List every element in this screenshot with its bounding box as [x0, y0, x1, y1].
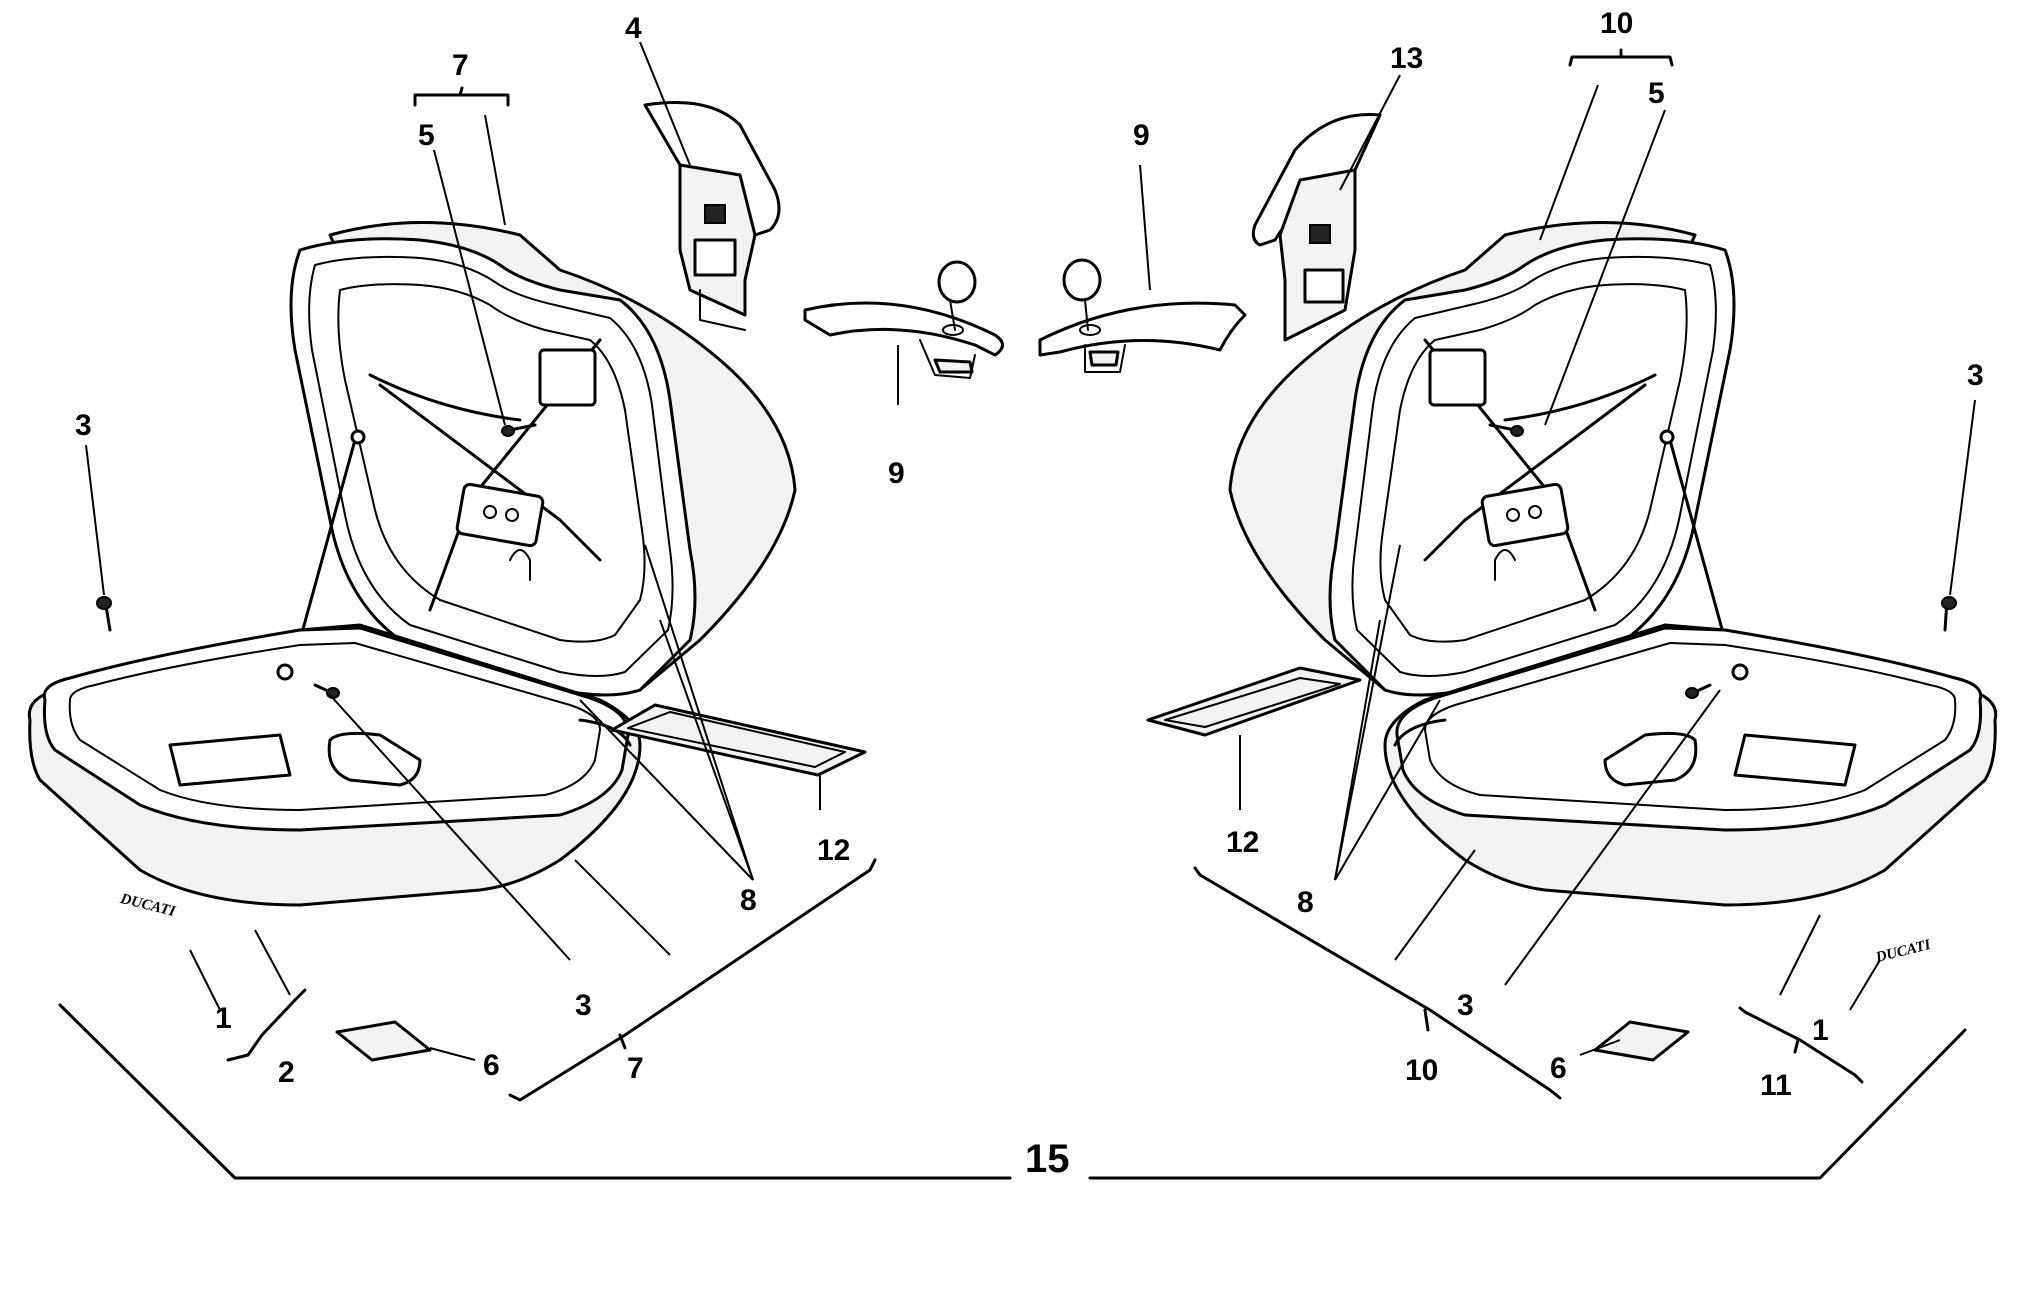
right-liner-pad	[1146, 666, 1362, 737]
callout-15: 15	[1025, 1137, 1070, 1181]
callout-2: 2	[278, 1056, 295, 1089]
leader-lines	[85, 41, 1976, 1061]
callout-1-left: 1	[215, 1002, 232, 1035]
left-liner-pad	[610, 703, 867, 777]
callout-12-left: 12	[817, 834, 850, 867]
callout-9-bottom: 9	[888, 457, 905, 490]
lock-latch-assembly-right	[1251, 112, 1382, 342]
right-brand-decal: DUCATI	[1873, 937, 1933, 967]
callout-6-left: 6	[483, 1049, 500, 1082]
callout-7-top: 7	[452, 49, 469, 82]
callout-10-bottom: 10	[1405, 1054, 1438, 1087]
callout-10-top: 10	[1600, 7, 1633, 40]
callout-9-top: 9	[1133, 119, 1150, 152]
callout-12-right: 12	[1226, 826, 1259, 859]
callout-4: 4	[625, 12, 642, 45]
callout-3-right-top: 3	[1967, 359, 1984, 392]
left-reflector	[335, 1020, 432, 1062]
key-cover-left	[803, 260, 1004, 379]
callout-labels: 1 2 3 3 4 5 6 7 7 8 9 9 12 10 13 5 3 12 …	[75, 7, 1984, 1181]
callout-1-right: 1	[1812, 1014, 1829, 1047]
left-brand-decal: DUCATI	[118, 891, 178, 921]
key-cover-right	[1038, 258, 1247, 373]
callout-5-right: 5	[1648, 77, 1665, 110]
lock-latch-assembly-left	[643, 101, 781, 331]
right-pannier-case	[1228, 221, 1998, 1062]
callout-13: 13	[1390, 42, 1423, 75]
callout-8-left: 8	[740, 884, 757, 917]
callout-11: 11	[1760, 1069, 1792, 1102]
callout-3-left-bottom: 3	[575, 989, 592, 1022]
callout-3-right-bottom: 3	[1457, 989, 1474, 1022]
callout-7-bottom: 7	[627, 1052, 644, 1085]
grouping-brackets	[58, 48, 1967, 1180]
callout-6-right: 6	[1550, 1052, 1567, 1085]
callout-3-left-top: 3	[75, 409, 92, 442]
callout-5-left: 5	[418, 119, 435, 152]
left-pannier-case: DUCATI	[27, 221, 797, 1062]
callout-8-right: 8	[1297, 886, 1314, 919]
